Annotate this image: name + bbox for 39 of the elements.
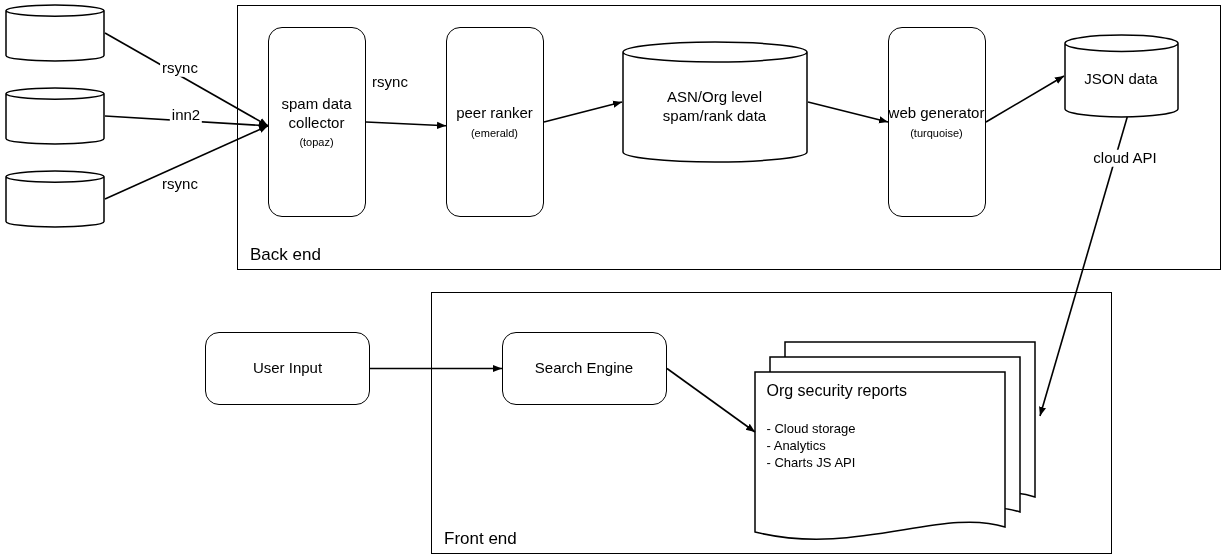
arrow (1039, 116, 1129, 417)
database-cylinder (5, 88, 105, 144)
arrow (666, 367, 756, 433)
process-label: spam data collector (280, 94, 353, 133)
process-box (267, 26, 366, 217)
list-item: - Cloud storage (766, 420, 856, 436)
process-label: peer ranker (456, 104, 533, 123)
edge-label: cloud API (1091, 149, 1159, 167)
host-name: (turquoise) (910, 126, 963, 139)
host-name: (emerald) (470, 126, 519, 139)
group-frame (431, 292, 1112, 554)
arrow (543, 100, 623, 123)
database-label: JSON data (1084, 70, 1158, 89)
database-cylinder (621, 41, 808, 162)
process-box (445, 26, 544, 217)
process-box (205, 332, 370, 405)
list-item: - Charts JS API (766, 454, 856, 470)
database-cylinder (5, 5, 105, 61)
host-name: (topaz) (299, 136, 334, 149)
process-label: Search Engine (534, 358, 634, 378)
group-title: Front end (444, 529, 517, 549)
arrow (365, 121, 447, 129)
database-label: ASN/Org level spam/rank data (661, 87, 768, 126)
arrow (104, 125, 269, 200)
arrow (369, 364, 503, 373)
process-label: web generator (888, 104, 985, 123)
group-title: Back end (250, 245, 321, 265)
arrow (985, 75, 1065, 123)
list-item: - Analytics (766, 437, 826, 453)
arrow (104, 32, 269, 127)
arrow (807, 101, 889, 124)
process-box (501, 331, 667, 405)
process-label: User Input (252, 359, 323, 378)
process-box (887, 26, 986, 217)
database-cylinder (5, 171, 105, 227)
database-cylinder (1063, 34, 1179, 117)
edge-label: inn2 (169, 106, 203, 124)
document-title: Org security reports (766, 381, 907, 400)
group-frame (237, 5, 1221, 270)
